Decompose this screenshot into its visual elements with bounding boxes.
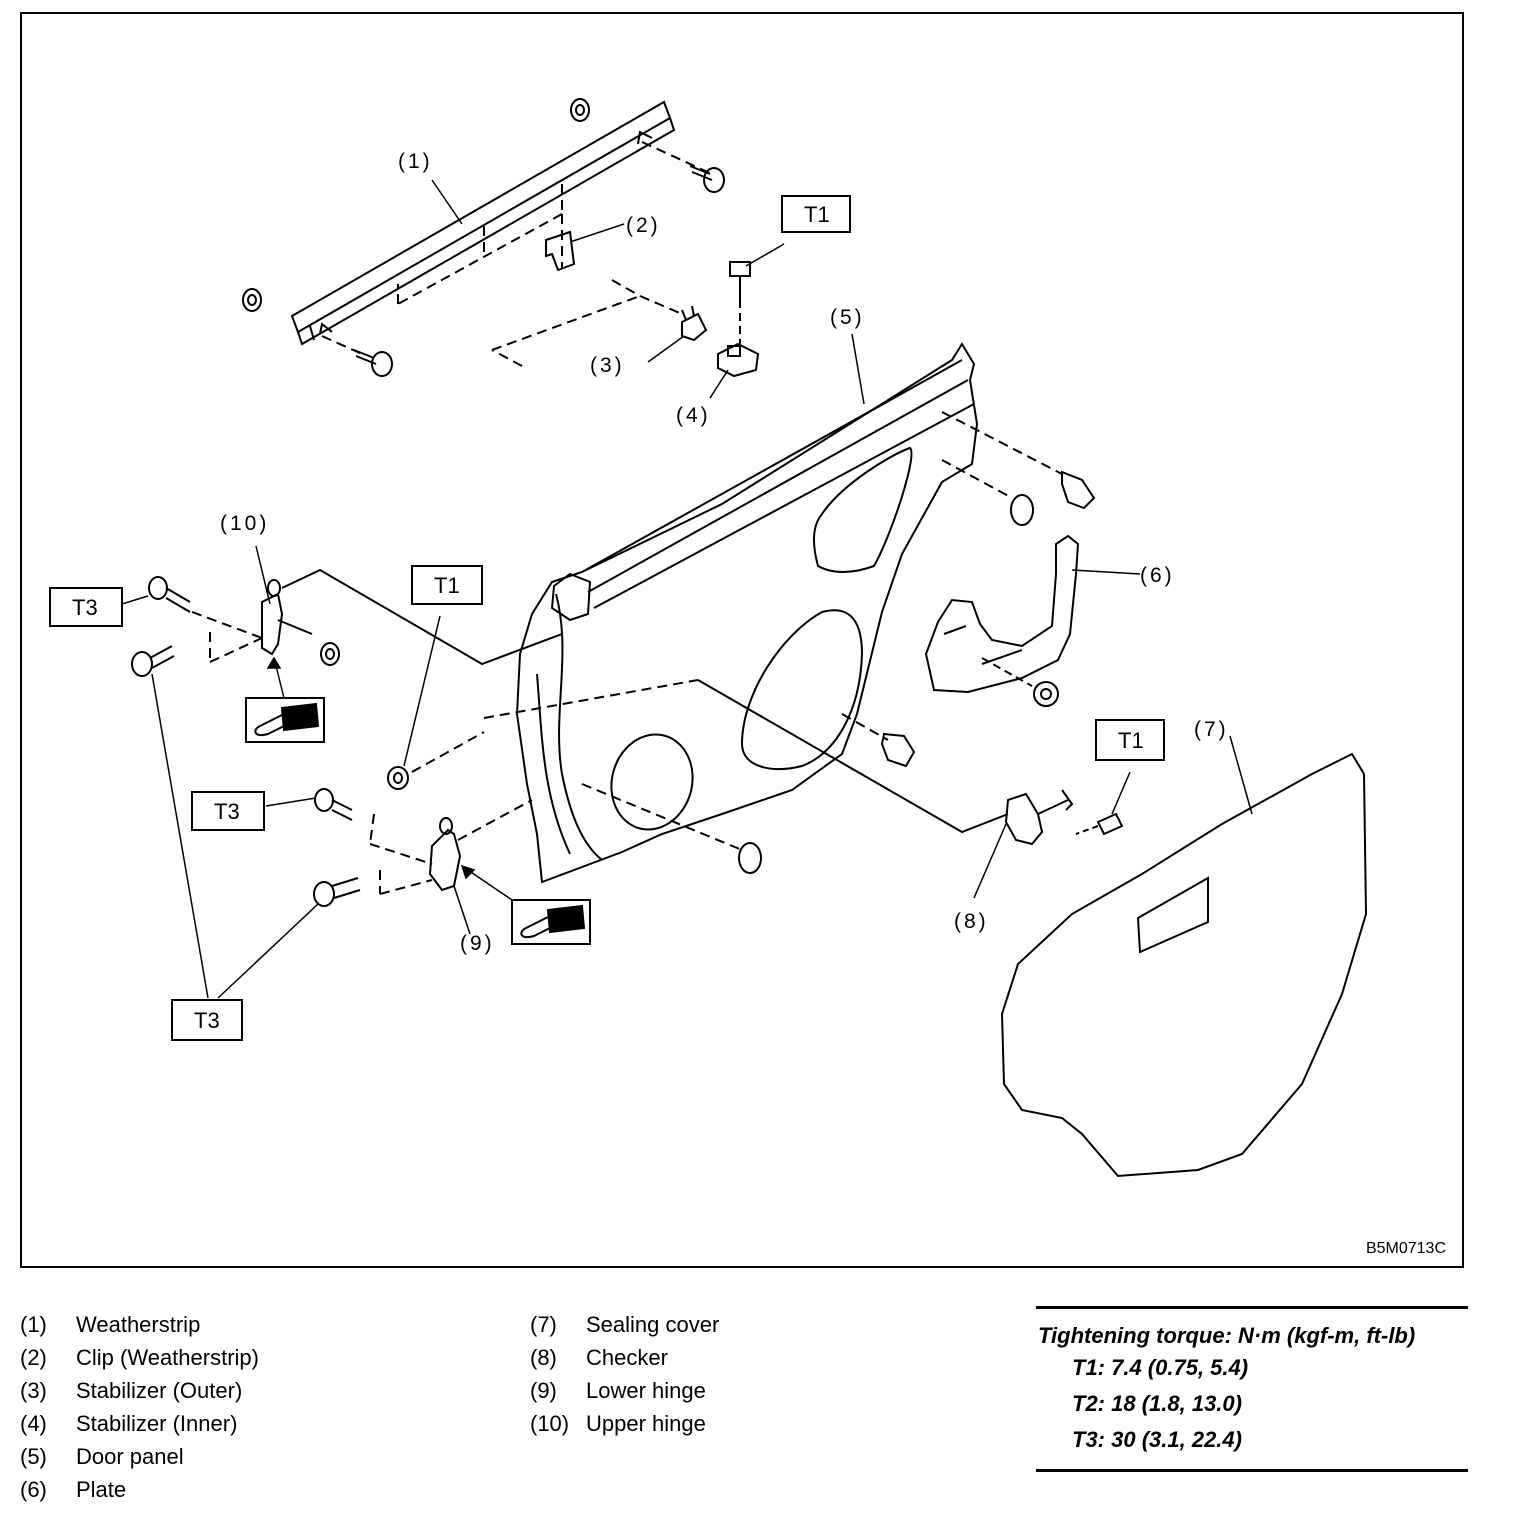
svg-text:T1: T1 xyxy=(804,202,830,227)
callout-10: (10) xyxy=(220,512,269,535)
callout-6: (6) xyxy=(1140,564,1175,587)
torque-row-t2: T2: 18 (1.8, 13.0) xyxy=(1072,1391,1242,1416)
torque-box-t1-mid: T1 xyxy=(411,565,483,605)
plate-nut xyxy=(981,657,1059,707)
nut-upper-hinge xyxy=(320,642,340,666)
lower-hinge xyxy=(428,817,462,892)
bolt-t3-middle xyxy=(314,788,353,821)
grease-application-icon xyxy=(511,899,591,945)
diagram-frame: (1) (2) (3) (4) (5) (6) (7) (8) (9) (10)… xyxy=(20,12,1464,1268)
stabilizer-outer xyxy=(681,305,708,342)
legend-item: (5)Door panel xyxy=(20,1444,184,1469)
grease-arrows xyxy=(266,656,513,901)
callout-8: (8) xyxy=(954,910,989,933)
torque-table: Tightening torque: N·m (kgf-m, ft-lb) T1… xyxy=(1036,1306,1468,1472)
weatherstrip-dash-lines xyxy=(321,141,713,355)
weatherstrip-clip xyxy=(545,230,576,272)
bolt-t3-upper-1 xyxy=(148,576,191,613)
checker xyxy=(1004,789,1074,846)
legend-item: (1)Weatherstrip xyxy=(20,1312,201,1337)
leader-lines xyxy=(121,179,1253,999)
torque-row-t3: T3: 30 (3.1, 22.4) xyxy=(1072,1427,1242,1452)
svg-text:T1: T1 xyxy=(434,573,460,598)
hole-plug-right xyxy=(1010,494,1034,526)
exploded-door-diagram: (1) (2) (3) (4) (5) (6) (7) (8) (9) (10)… xyxy=(49,98,1368,1178)
figure-code: B5M0713C xyxy=(1365,1240,1446,1257)
bolt-t3-upper-2 xyxy=(131,645,175,677)
legend-item: (2)Clip (Weatherstrip) xyxy=(20,1345,259,1370)
legend-item: (9)Lower hinge xyxy=(530,1378,706,1403)
torque-row-t1: T1: 7.4 (0.75, 5.4) xyxy=(1072,1355,1249,1380)
callout-4: (4) xyxy=(676,404,711,427)
legend-item: (8)Checker xyxy=(530,1345,668,1370)
callout-9: (9) xyxy=(460,932,495,955)
grommet-top xyxy=(570,98,590,122)
torque-box-t3-upper: T3 xyxy=(49,587,123,627)
torque-box-t3-middle: T3 xyxy=(191,791,265,831)
legend-item: (4)Stabilizer (Inner) xyxy=(20,1411,238,1436)
callout-3: (3) xyxy=(590,354,625,377)
nut-t1-middle xyxy=(387,766,409,790)
sealing-cover xyxy=(1000,752,1368,1178)
torque-box-t1-top: T1 xyxy=(781,195,851,233)
bolt-t1-checker xyxy=(1075,812,1124,836)
legend-item: (6)Plate xyxy=(20,1477,127,1502)
legend-item: (3)Stabilizer (Outer) xyxy=(20,1378,243,1403)
weatherstrip-screw-left xyxy=(353,349,393,377)
bolt-t3-lower xyxy=(313,877,361,907)
callout-5: (5) xyxy=(830,306,865,329)
weatherstrip xyxy=(290,100,676,346)
torque-title: Tightening torque: N·m (kgf-m, ft-lb) xyxy=(1038,1323,1416,1348)
svg-text:T3: T3 xyxy=(72,595,98,620)
plate xyxy=(924,534,1080,694)
bolt-t1-top xyxy=(729,261,751,344)
callout-7: (7) xyxy=(1194,718,1229,741)
legend-item: (7)Sealing cover xyxy=(530,1312,720,1337)
clip-right-top xyxy=(1061,470,1096,510)
legend-left: (1)Weatherstrip (2)Clip (Weatherstrip) (… xyxy=(20,1308,259,1506)
svg-text:T1: T1 xyxy=(1118,728,1144,753)
callout-1: (1) xyxy=(398,150,433,173)
clip-center xyxy=(880,732,916,768)
door-panel-dash-lines xyxy=(581,411,1063,851)
door-panel xyxy=(515,342,979,884)
grommet-left xyxy=(242,288,262,312)
torque-box-t3-bottom: T3 xyxy=(171,999,243,1041)
svg-text:T3: T3 xyxy=(194,1008,220,1033)
weatherstrip-screw-right xyxy=(689,165,725,193)
stabilizer-inner xyxy=(717,342,760,378)
grease-application-icon xyxy=(245,697,325,743)
legend-item: (10)Upper hinge xyxy=(530,1411,706,1436)
legend-right: (7)Sealing cover (8)Checker (9)Lower hin… xyxy=(530,1308,719,1440)
hole-plug-bottom xyxy=(738,842,762,874)
callout-2: (2) xyxy=(626,214,661,237)
torque-box-t1-right: T1 xyxy=(1095,719,1165,761)
upper-hinge xyxy=(261,579,313,656)
svg-text:T3: T3 xyxy=(214,799,240,824)
